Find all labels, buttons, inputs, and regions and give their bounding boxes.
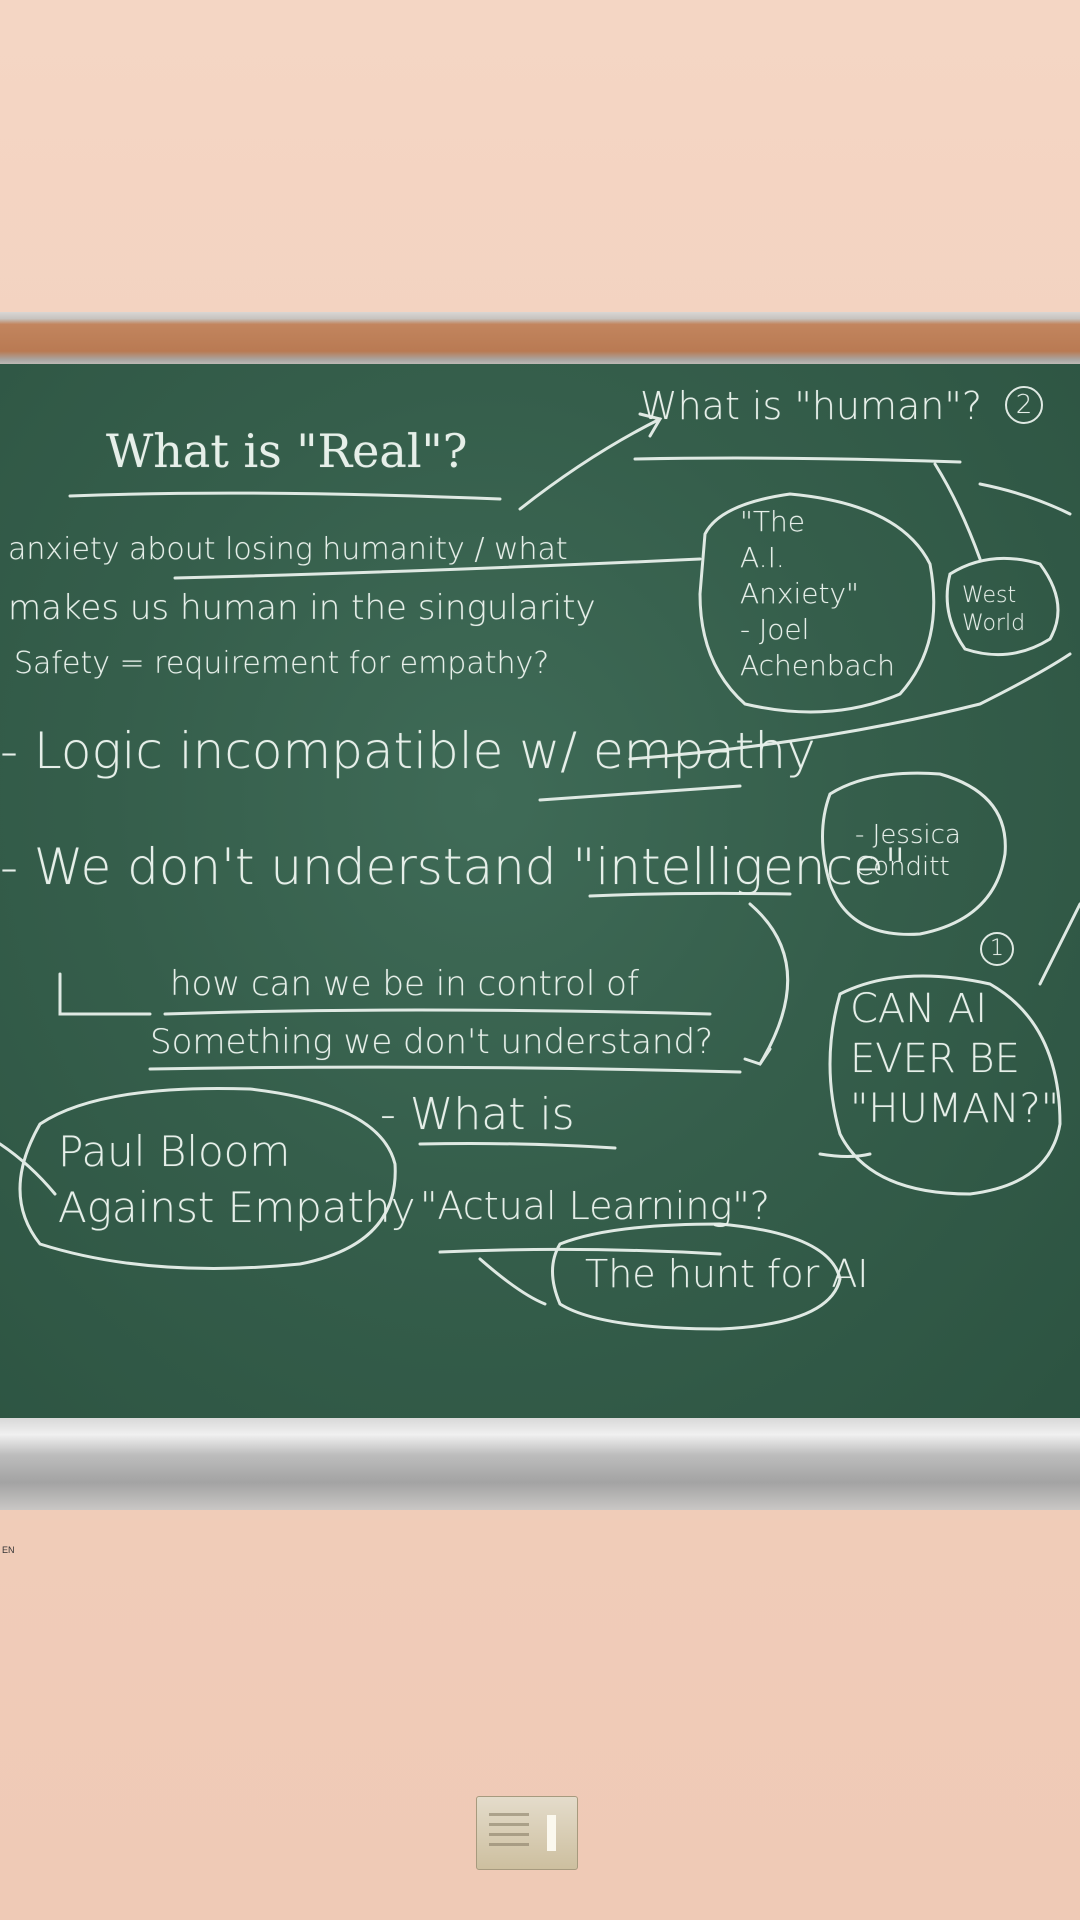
can-ai-text: CAN AI EVER BE "HUMAN?" bbox=[850, 984, 1059, 1134]
board-line-9: "Actual Learning"? bbox=[420, 1184, 770, 1228]
heading-what-is-real: What is "Real"? bbox=[106, 424, 468, 478]
board-frame-top bbox=[0, 312, 1080, 368]
chalk-tray bbox=[0, 1418, 1080, 1510]
board-line-4: - Logic incompatible w/ empathy bbox=[0, 722, 816, 780]
can-ai-line: CAN AI bbox=[850, 986, 988, 1032]
board-line-2: makes us human in the singularity bbox=[8, 588, 596, 628]
board-line-7: Something we don't understand? bbox=[150, 1022, 714, 1062]
westworld-text: West World bbox=[962, 582, 1025, 638]
board-line-5: - We don't understand "intelligence" bbox=[0, 838, 907, 896]
board-line-8: - What is bbox=[380, 1089, 575, 1140]
board-line-1: anxiety about losing humanity / what bbox=[8, 532, 568, 567]
wall-label: EN bbox=[2, 1545, 15, 1555]
ai-anxiety-text: "The A.I. Anxiety" - Joel Achenbach bbox=[740, 504, 895, 684]
jessica-conditt-text: - Jessica Conditt bbox=[855, 819, 961, 883]
switch-grille bbox=[489, 1813, 529, 1853]
paul-bloom-line: Paul Bloom bbox=[58, 1127, 291, 1176]
chalk-drawings bbox=[0, 412, 1080, 1331]
switch-toggle[interactable] bbox=[547, 1815, 556, 1851]
ai-anxiety-line: Anxiety" bbox=[740, 577, 859, 610]
chalkboard: What is "Real"? What is "human"? 2 anxie… bbox=[0, 364, 1080, 1452]
jessica-line: - Jessica bbox=[855, 820, 961, 850]
ai-anxiety-line: - Joel bbox=[740, 613, 810, 646]
what-is-human: What is "human"? bbox=[640, 384, 983, 428]
hunt-for-ai-text: The hunt for AI bbox=[585, 1252, 869, 1296]
circle-one: 1 bbox=[980, 932, 1014, 966]
paul-bloom-text: Paul Bloom Against Empathy bbox=[58, 1124, 415, 1236]
westworld-line: World bbox=[962, 611, 1026, 636]
ai-anxiety-line: Achenbach bbox=[740, 649, 895, 682]
board-line-3: Safety = requirement for empathy? bbox=[14, 646, 550, 681]
board-line-6: how can we be in control of bbox=[170, 964, 639, 1004]
westworld-line: West bbox=[962, 583, 1017, 608]
jessica-line: Conditt bbox=[855, 852, 950, 882]
circle-two: 2 bbox=[1005, 386, 1043, 424]
light-switch[interactable] bbox=[476, 1796, 578, 1870]
can-ai-line: EVER BE bbox=[850, 1036, 1020, 1082]
can-ai-line: "HUMAN?" bbox=[850, 1086, 1060, 1132]
paul-bloom-line: Against Empathy bbox=[58, 1183, 416, 1232]
ai-anxiety-line: "The bbox=[740, 505, 805, 538]
ai-anxiety-line: A.I. bbox=[740, 541, 785, 574]
